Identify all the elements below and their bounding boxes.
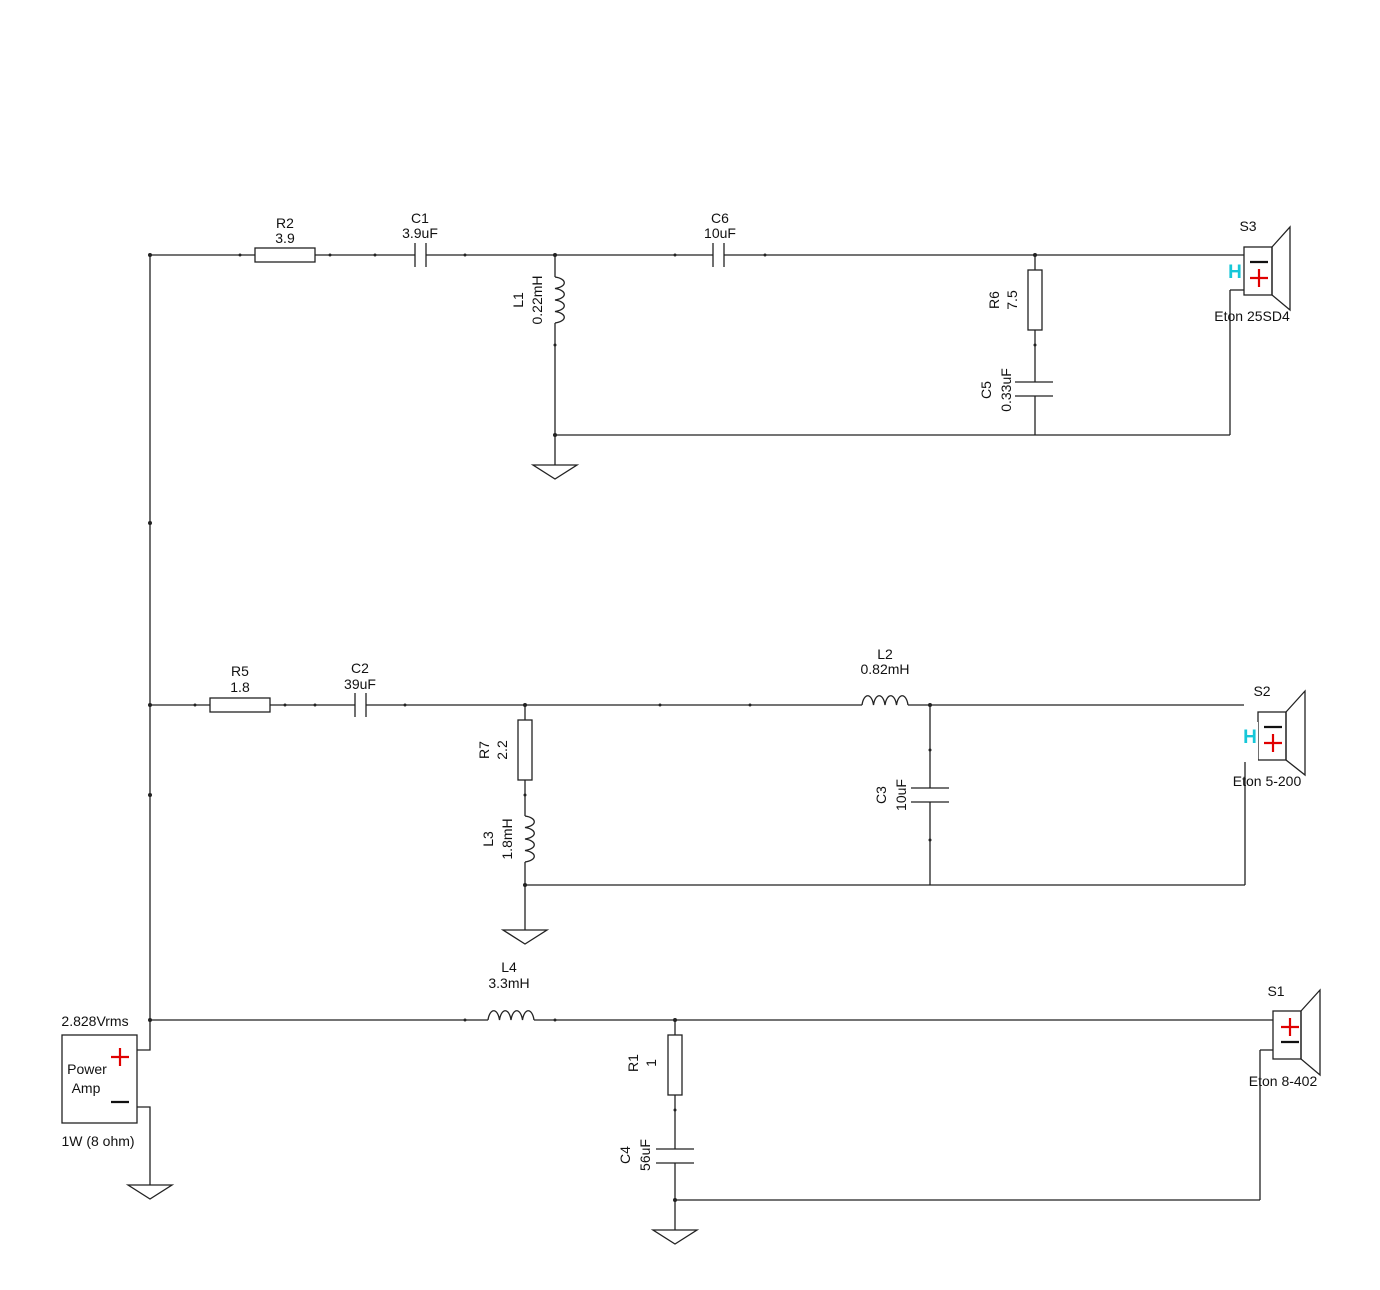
capacitor-c6: C6 10uF	[704, 210, 736, 267]
junction-dots	[148, 253, 1037, 1202]
s3-name: S3	[1239, 218, 1256, 234]
capacitor-c3: C3 10uF	[873, 779, 949, 811]
resistor-r2: R2 3.9	[254, 215, 316, 263]
l4-value: 3.3mH	[488, 975, 529, 991]
inductor-l1: L1 0.22mH	[510, 275, 565, 325]
r7-name: R7	[476, 741, 492, 759]
wires	[137, 254, 1273, 1230]
ground-symbol-middle	[500, 929, 550, 945]
r1-value: 1	[643, 1059, 659, 1067]
c6-value: 10uF	[704, 225, 736, 241]
resistor-r7: R7 2.2	[476, 719, 533, 781]
l3-value: 1.8mH	[499, 818, 515, 859]
ground-symbol-top	[530, 464, 580, 480]
c1-value: 3.9uF	[402, 225, 438, 241]
amp-label-line2: Amp	[72, 1080, 101, 1096]
s2-h-marker: H	[1243, 727, 1257, 748]
c3-value: 10uF	[893, 779, 909, 811]
s3-h-marker: H	[1228, 262, 1242, 283]
power-amp: Power Amp 2.828Vrms 1W (8 ohm)	[61, 1013, 138, 1149]
r7-value: 2.2	[494, 740, 510, 760]
s1-model: Eton 8-402	[1249, 1073, 1318, 1089]
c4-name: C4	[617, 1146, 633, 1164]
c1-name: C1	[411, 210, 429, 226]
amp-power: 1W (8 ohm)	[61, 1133, 134, 1149]
s3-model: Eton 25SD4	[1214, 308, 1290, 324]
amp-voltage: 2.828Vrms	[61, 1013, 128, 1029]
inductor-l3: L3 1.8mH	[480, 815, 535, 863]
s1-name: S1	[1267, 983, 1284, 999]
resistor-r1: R1 1	[625, 1034, 683, 1096]
speaker-s2: H S2 Eton 5-200	[1233, 683, 1306, 789]
r2-value: 3.9	[275, 230, 295, 246]
c3-name: C3	[873, 786, 889, 804]
c6-name: C6	[711, 210, 729, 226]
r5-name: R5	[231, 663, 249, 679]
r5-value: 1.8	[230, 679, 250, 695]
capacitor-c1: C1 3.9uF	[402, 210, 438, 267]
ground-symbol-bottom	[650, 1229, 700, 1245]
ground-symbol-amp	[125, 1184, 175, 1200]
l3-name: L3	[480, 831, 496, 847]
inductor-l4: L4 3.3mH	[487, 959, 535, 1021]
c5-value: 0.33uF	[998, 368, 1014, 412]
c5-name: C5	[978, 381, 994, 399]
r2-name: R2	[276, 215, 294, 231]
l4-name: L4	[501, 959, 517, 975]
l1-value: 0.22mH	[529, 275, 545, 324]
l2-value: 0.82mH	[860, 661, 909, 677]
capacitor-c4: C4 56uF	[617, 1139, 694, 1171]
l2-name: L2	[877, 646, 893, 662]
c2-name: C2	[351, 660, 369, 676]
resistor-r5: R5 1.8	[209, 663, 271, 713]
s2-name: S2	[1253, 683, 1270, 699]
capacitor-c2: C2 39uF	[344, 660, 376, 717]
r1-name: R1	[625, 1054, 641, 1072]
r6-name: R6	[986, 291, 1002, 309]
capacitor-c5: C5 0.33uF	[978, 368, 1053, 412]
c4-value: 56uF	[637, 1139, 653, 1171]
resistor-r6: R6 7.5	[986, 269, 1043, 331]
speaker-s3: H S3 Eton 25SD4	[1214, 218, 1291, 324]
amp-label-line1: Power	[67, 1061, 107, 1077]
speaker-s1: S1 Eton 8-402	[1249, 983, 1321, 1089]
l1-name: L1	[510, 292, 526, 308]
inductor-l2: L2 0.82mH	[860, 646, 910, 706]
s2-model: Eton 5-200	[1233, 773, 1302, 789]
c2-value: 39uF	[344, 676, 376, 692]
r6-value: 7.5	[1004, 290, 1020, 310]
